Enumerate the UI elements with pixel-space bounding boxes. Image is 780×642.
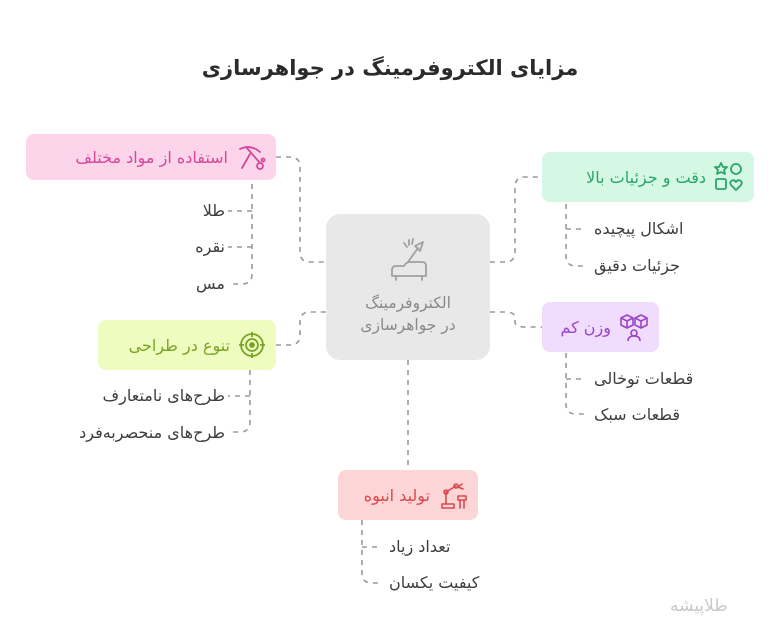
precision-item-complex-shapes: اشکال پیچیده [594,219,684,238]
shapes-icon [714,162,743,191]
cubes-icon [620,314,648,342]
pickaxe-icon [239,146,266,170]
watermark: طلاپیشه [670,596,728,616]
center-title-line2: در جواهرسازی [360,316,456,334]
page-title: مزایای الکتروفرمینگ در جواهرسازی [201,56,579,80]
materials-item-gold: طلا [202,201,225,220]
branch-materials-label: استفاده از مواد مختلف [75,147,228,167]
weight-item-light-parts: قطعات سبک [594,405,681,424]
production-item-uniform-quality: کیفیت یکسان [389,573,480,592]
design-item-unique: طرح‌های منحصربه‌فرد [79,423,225,442]
branch-precision: دقت و جزئیات بالا [542,152,754,202]
branch-materials: استفاده از مواد مختلف [26,134,276,180]
materials-item-copper: مس [196,274,225,293]
branch-weight: وزن کم [542,302,659,352]
materials-item-silver: نقره [195,237,225,256]
precision-item-fine-details: جزئیات دقیق [594,256,680,275]
production-item-high-quantity: تعداد زیاد [389,537,451,556]
robot-arm-icon [441,483,467,509]
design-item-unconventional: طرح‌های نامتعارف [102,386,225,405]
center-title-line1: الکتروفرمینگ [365,294,451,312]
branch-production-label: تولید انبوه [363,485,430,505]
branch-design: تنوع در طراحی [98,320,276,370]
branch-precision-label: دقت و جزئیات بالا [586,167,706,187]
branch-production: تولید انبوه [338,470,478,520]
electroforming-icon [391,238,427,281]
center-node: الکتروفرمینگ در جواهرسازی [326,214,490,360]
target-icon [239,332,265,358]
weight-item-hollow-parts: قطعات توخالی [594,369,694,388]
branch-design-label: تنوع در طراحی [128,335,230,355]
branch-weight-label: وزن کم [560,317,611,337]
